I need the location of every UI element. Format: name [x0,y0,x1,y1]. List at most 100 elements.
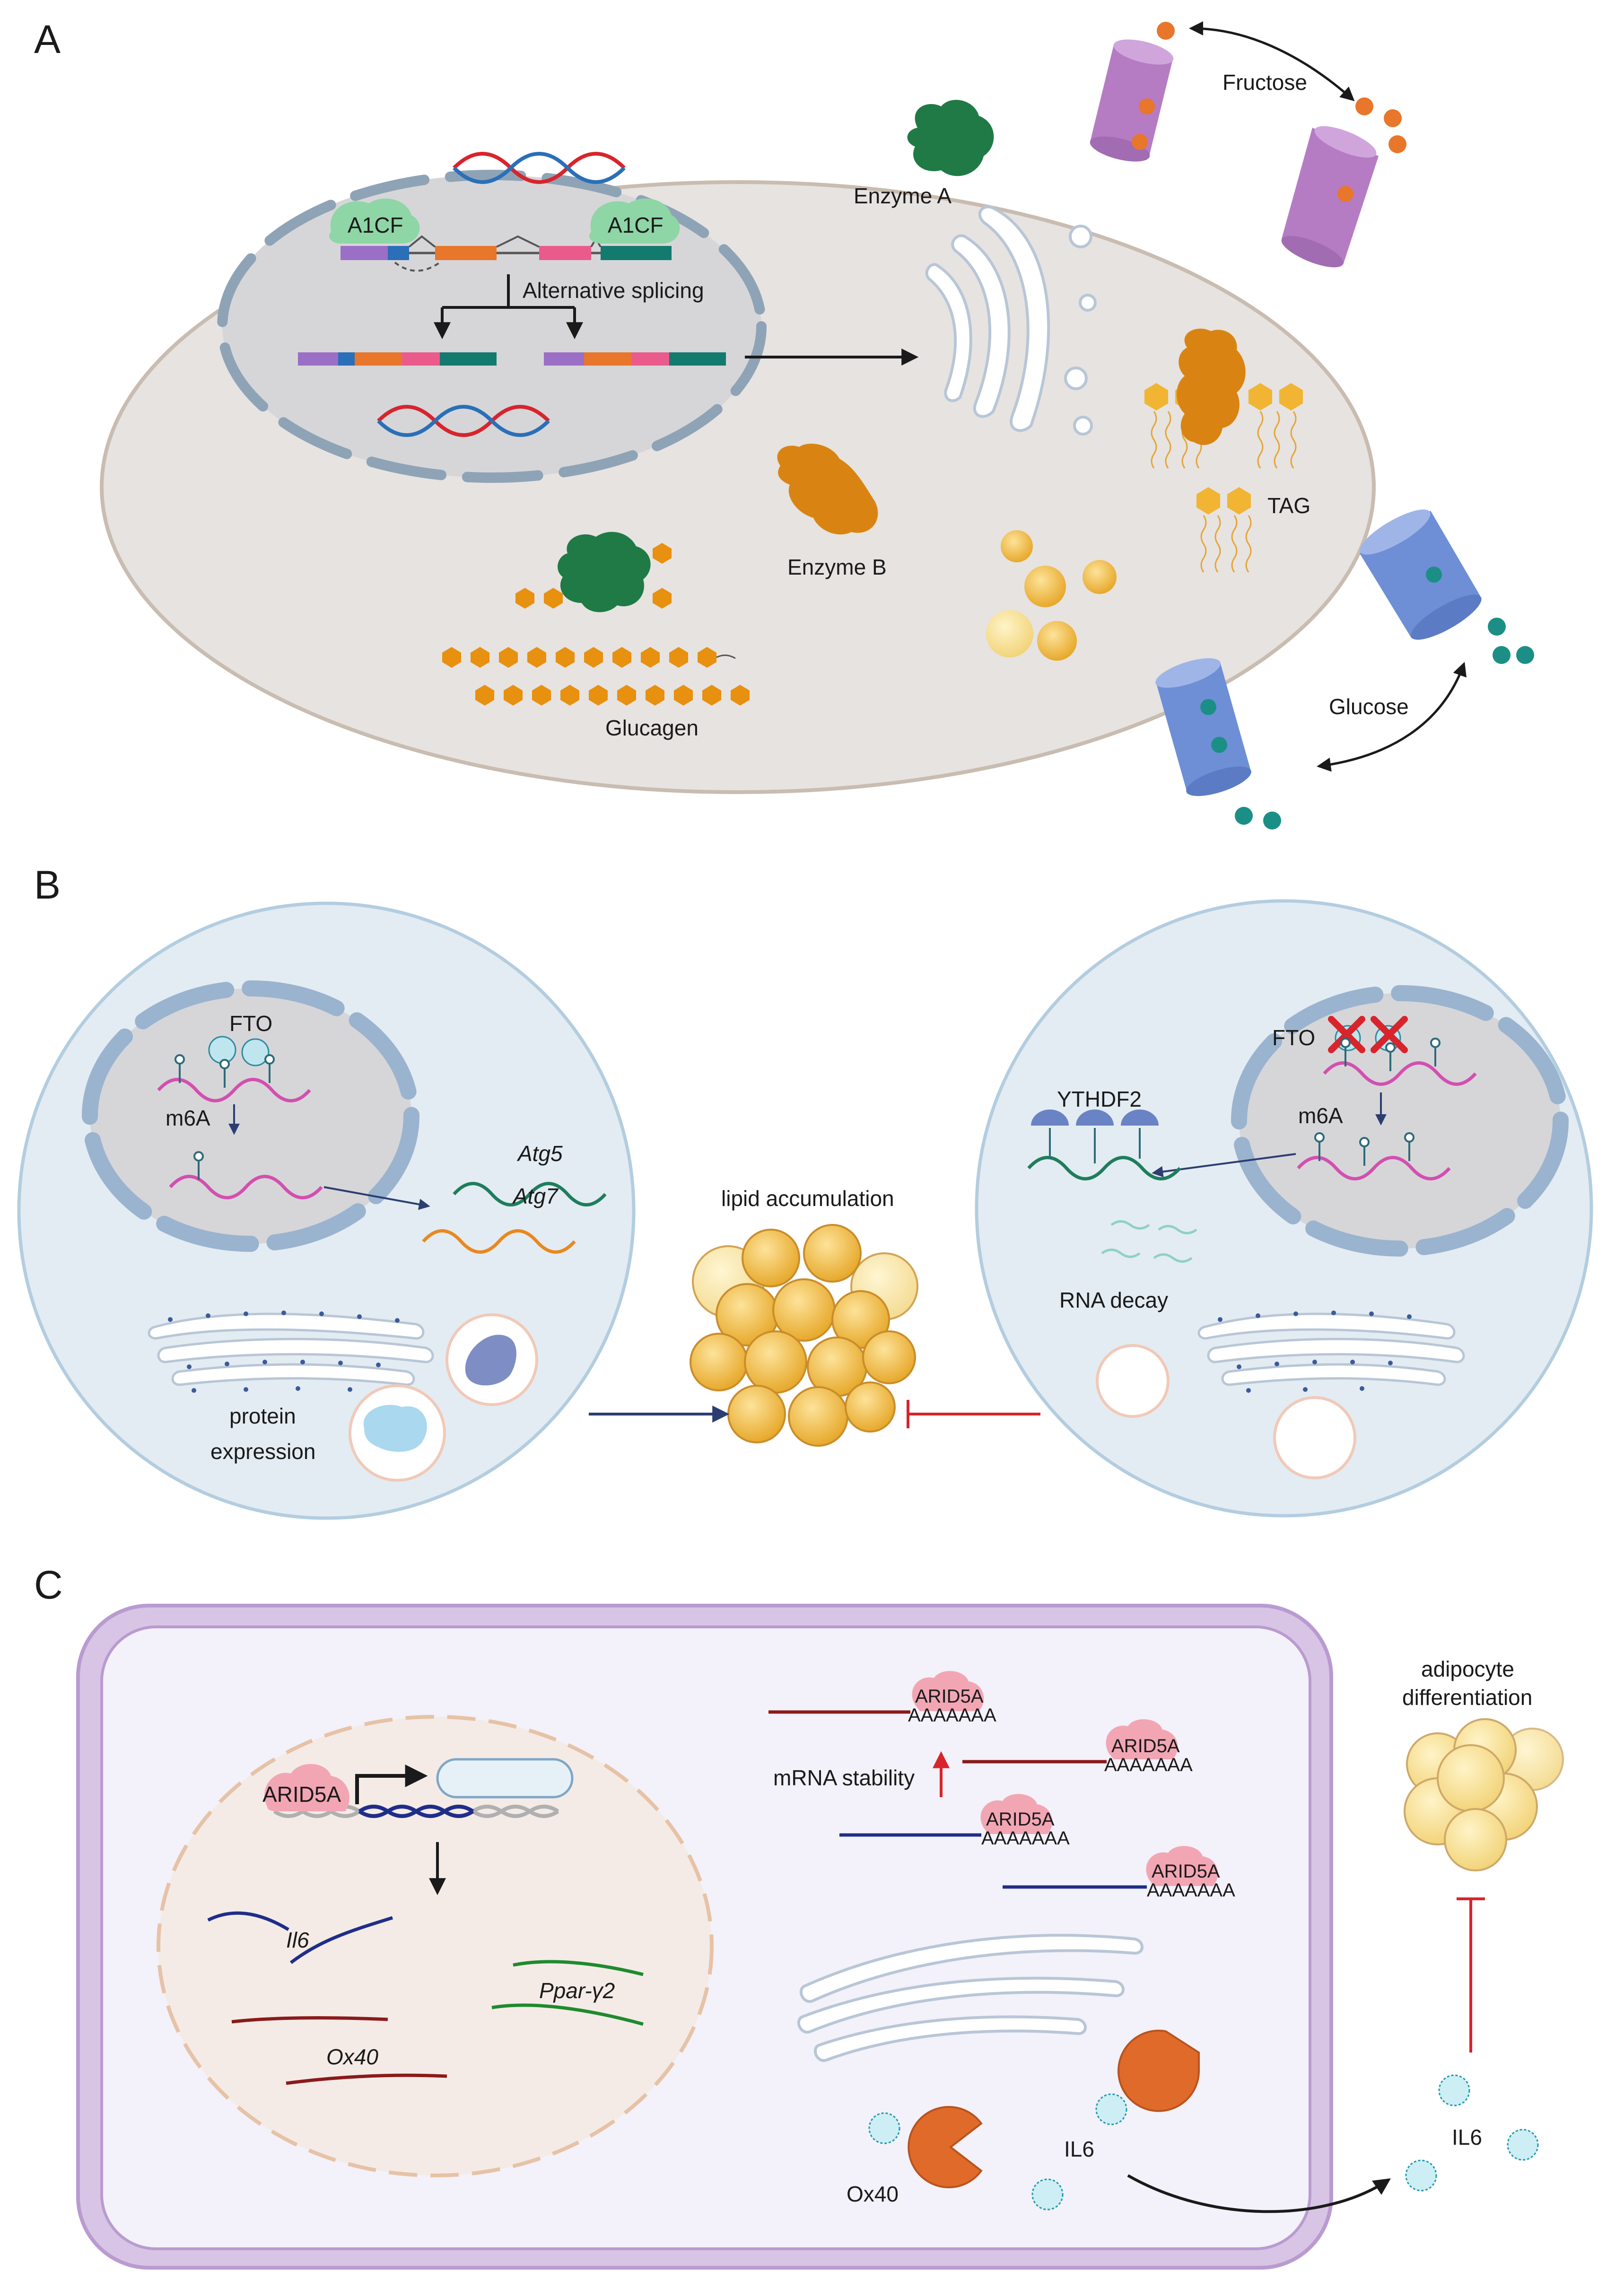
a1cf-label-left: A1CF [348,213,403,237]
mrna-arid5a-2 [962,1719,1178,1764]
glycogen-enzyme-green [558,532,651,612]
polya-label-1: AAAAAAA [908,1705,996,1726]
panel-a-nucleus [217,170,767,483]
atg7-label: Atg7 [512,1184,559,1208]
ox40-gene-label: Ox40 [326,2044,378,2069]
mrna-arid5a-1 [768,1671,984,1714]
fto-label-left: FTO [229,1011,272,1036]
adipocyte-label-1: adipocyte [1421,1657,1514,1681]
tag-label: TAG [1267,493,1310,518]
panel-c-letter: C [34,1563,63,1607]
mrna-left-bottom [169,1151,323,1199]
dna-double-strand-c [273,1805,559,1818]
glycogen-label: Glucagen [605,716,698,740]
glycogen-chain-1 [442,647,716,668]
m6a-label-left: m6A [166,1106,210,1130]
ox40-pacman-1 [908,2106,983,2188]
splicing-branch [434,274,583,340]
dna-helix-top [453,152,626,184]
enzyme-a-blob [907,100,994,176]
vesicle-left-purple [445,1313,538,1406]
adipocyte-label-2: differentiation [1402,1685,1532,1710]
il6-outside-label: IL6 [1452,2125,1482,2149]
fructose-transporter-2 [1281,126,1379,268]
fto-label-right: FTO [1272,1025,1315,1050]
adipocyte-cluster [1404,1718,1564,1871]
il6-gene-label: Il6 [286,1928,309,1952]
mrna-isoform-2 [544,352,726,366]
ox40-protein-label: Ox40 [847,2182,899,2206]
m6a-mrna-left-top [157,1054,311,1102]
ox40-mrna-nucleus [231,2016,447,2085]
inhibit-bar-c [1457,1897,1485,2053]
inhibit-bar-b [907,1400,1040,1428]
alternative-splicing-label: Alternative splicing [523,278,704,303]
ythdf2-protein [1031,1110,1159,1126]
il6-secretion-arrow [1127,2174,1391,2213]
rna-fragments [1101,1220,1197,1263]
fructose-label: Fructose [1222,70,1307,95]
arid5a-label-1: ARID5A [915,1686,984,1707]
panel-b-letter: B [34,863,61,907]
ythdf2-label: YTHDF2 [1057,1087,1142,1111]
glucose-transporter-1 [1360,509,1482,640]
polya-label-2: AAAAAAA [1104,1755,1193,1775]
panel-a-letter: A [34,17,61,61]
panel-c-nucleus [157,1715,714,2177]
glucose-transporter-2 [1155,658,1251,796]
er-ribosomes-left [168,1310,400,1393]
polya-label-4: AAAAAAA [1147,1880,1235,1901]
ppar-label: Ppar-γ2 [539,1978,615,2003]
pre-mrna-strand [341,235,672,272]
enzyme-b-label: Enzyme B [787,555,887,579]
golgi-apparatus-a [925,205,1097,436]
glucose-label: Glucose [1329,694,1409,719]
golgi-apparatus-c [797,1934,1144,2062]
arid5a-label-4: ARID5A [1152,1861,1220,1882]
lipid-accumulation-label: lipid accumulation [721,1186,894,1211]
a1cf-label-right: A1CF [608,213,664,237]
atg5-label: Atg5 [516,1141,563,1166]
lipid-cluster-b [690,1224,918,1447]
lipid-droplets-a [986,530,1117,661]
dna-helix-bottom [377,405,550,437]
transcription-start-arrow [355,1765,428,1804]
protein-expression-label-2: expression [210,1439,315,1464]
polya-label-3: AAAAAAA [981,1828,1070,1849]
arid5a-label-2: ARID5A [1111,1736,1180,1756]
il6-mrna-nucleus [207,1911,393,1964]
arid5a-protein-nucleus [264,1764,349,1811]
m6a-label-right: m6A [1298,1103,1343,1128]
fructose-transporter-1 [1090,22,1175,162]
panel-b-left-cell [17,901,636,1520]
ox40-pacman-2 [1118,2029,1200,2112]
atg7-mrna [422,1229,576,1254]
mrna-isoform-1 [298,352,497,366]
tag-lipid-group [1144,328,1303,573]
mrna-stability-label: mRNA stability [773,1765,915,1790]
er-left [148,1312,434,1386]
atg5-mrna [453,1182,607,1206]
fto-inhibited-x [1328,1016,1408,1053]
vesicle-left-blue [349,1384,446,1482]
a1cf-protein-left [329,198,420,244]
glycogen-chain-short [515,543,672,609]
er-ribosomes-right [1218,1310,1412,1393]
rna-decay-label: RNA decay [1059,1288,1168,1312]
m6a-mrna-right-bottom [1297,1132,1451,1180]
er-right [1197,1312,1465,1386]
ppar-mrna [491,1960,644,2026]
enzyme-a-label: Enzyme A [854,183,952,208]
empty-vesicles-right [1096,1344,1356,1479]
arid5a-label-3: ARID5A [986,1809,1055,1830]
glucose-exchange-arrow [1317,662,1467,772]
fto-protein-left [208,1036,270,1066]
mrna-arid5a-4 [1003,1846,1218,1889]
arid5a-label-nucleus: ARID5A [262,1782,341,1807]
il6-protein-label: IL6 [1064,2137,1094,2161]
arrow-to-atg [323,1186,430,1210]
protein-expression-label-1: protein [229,1404,296,1428]
fructose-molecules [1355,97,1406,153]
gene-transcript-box [436,1758,574,1799]
